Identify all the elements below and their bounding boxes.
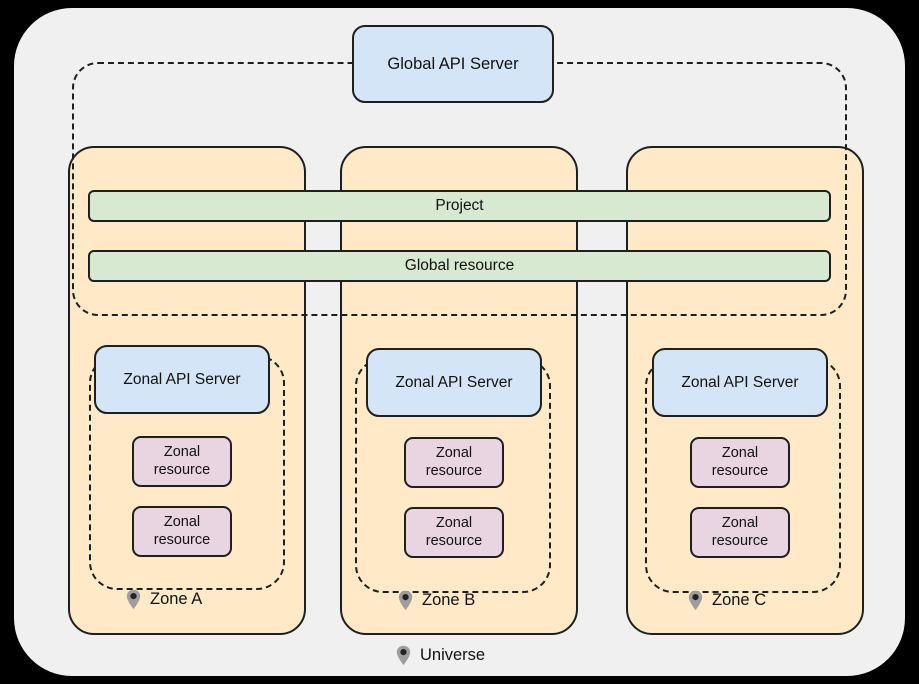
map-pin-icon xyxy=(398,590,413,611)
universe-label: Universe xyxy=(396,645,485,666)
zonal-resource-label-line2: resource xyxy=(153,461,211,478)
global-resource-bar-label: Global resource xyxy=(404,257,515,274)
zonal-api-server-node-zone-a[interactable]: Zonal API Server xyxy=(94,345,270,414)
zonal-resource-label-line2: resource xyxy=(425,532,483,549)
zonal-resource-label-line1: Zonal xyxy=(721,444,759,461)
zone-label-zone-c: Zone C xyxy=(688,590,766,611)
universe-label-text: Universe xyxy=(420,646,486,664)
project-bar[interactable]: Project xyxy=(88,190,831,222)
zonal-resource-label-line1: Zonal xyxy=(721,514,759,531)
zonal-resource-node[interactable]: Zonal resource xyxy=(132,506,232,557)
zonal-resource-label-line2: resource xyxy=(711,532,769,549)
zonal-api-server-node-zone-c[interactable]: Zonal API Server xyxy=(652,348,828,417)
zonal-resource-label-line1: Zonal xyxy=(435,444,473,461)
map-pin-icon xyxy=(126,589,141,610)
zonal-resource-label-line1: Zonal xyxy=(435,514,473,531)
global-resource-bar[interactable]: Global resource xyxy=(88,250,831,282)
zonal-resource-node[interactable]: Zonal resource xyxy=(690,437,790,488)
global-api-server-label: Global API Server xyxy=(387,54,519,73)
map-pin-icon xyxy=(396,645,411,666)
project-bar-label: Project xyxy=(435,197,484,214)
zonal-resource-node[interactable]: Zonal resource xyxy=(404,437,504,488)
zone-label-zone-b: Zone B xyxy=(398,590,475,611)
map-pin-icon xyxy=(688,590,703,611)
zone-label-zone-a: Zone A xyxy=(126,589,202,610)
zonal-resource-label-line1: Zonal xyxy=(163,443,201,460)
zonal-resource-label-line1: Zonal xyxy=(163,513,201,530)
zone-label-text: Zone B xyxy=(422,591,476,609)
zone-label-text: Zone C xyxy=(712,591,767,609)
zone-label-text: Zone A xyxy=(150,590,203,608)
zonal-api-server-label: Zonal API Server xyxy=(123,370,241,388)
zonal-api-server-label: Zonal API Server xyxy=(681,373,799,391)
zonal-resource-node[interactable]: Zonal resource xyxy=(132,436,232,487)
zonal-resource-node[interactable]: Zonal resource xyxy=(404,507,504,558)
zonal-api-server-label: Zonal API Server xyxy=(395,373,513,391)
global-api-server-node[interactable]: Global API Server xyxy=(352,25,554,103)
zonal-resource-label-line2: resource xyxy=(711,462,769,479)
zonal-resource-label-line2: resource xyxy=(425,462,483,479)
zonal-resource-label-line2: resource xyxy=(153,531,211,548)
zonal-resource-node[interactable]: Zonal resource xyxy=(690,507,790,558)
zonal-api-server-node-zone-b[interactable]: Zonal API Server xyxy=(366,348,542,417)
